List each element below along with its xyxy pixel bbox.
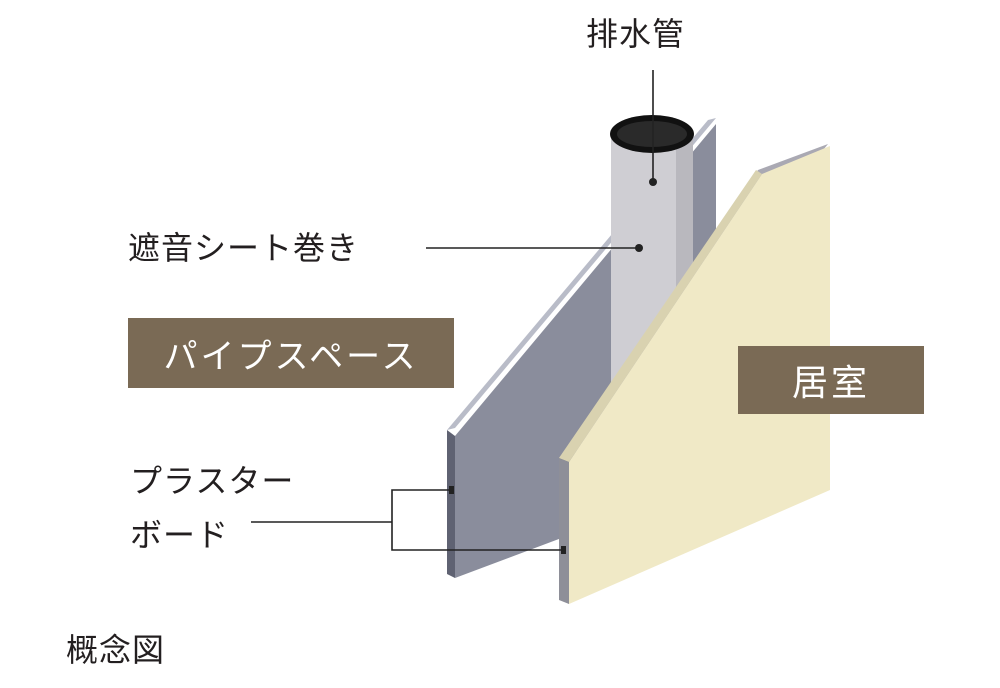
- back-board-leader-mark: [449, 486, 454, 494]
- drain-pipe-label: 排水管: [586, 15, 686, 53]
- drain-pipe-opening: [617, 121, 687, 147]
- sound-insulation-sheet-label: 遮音シート巻き: [128, 229, 360, 267]
- front-board-top-edge: [559, 170, 762, 462]
- front-board-leader-mark: [561, 546, 566, 554]
- sound-sheet-leader-dot: [635, 244, 643, 252]
- concept-diagram-caption: 概念図: [66, 631, 166, 669]
- plaster-board-bracket: [391, 489, 563, 551]
- back-board-side-edge: [447, 430, 455, 578]
- drain-pipe-leader-dot: [649, 178, 657, 186]
- plaster-board-label: プラスター ボード: [130, 462, 295, 554]
- front-board-face: [569, 146, 830, 604]
- pipe-space-tag: パイプスペース: [128, 318, 454, 388]
- living-room-tag: 居室: [738, 346, 924, 414]
- front-board-side-edge: [559, 458, 569, 604]
